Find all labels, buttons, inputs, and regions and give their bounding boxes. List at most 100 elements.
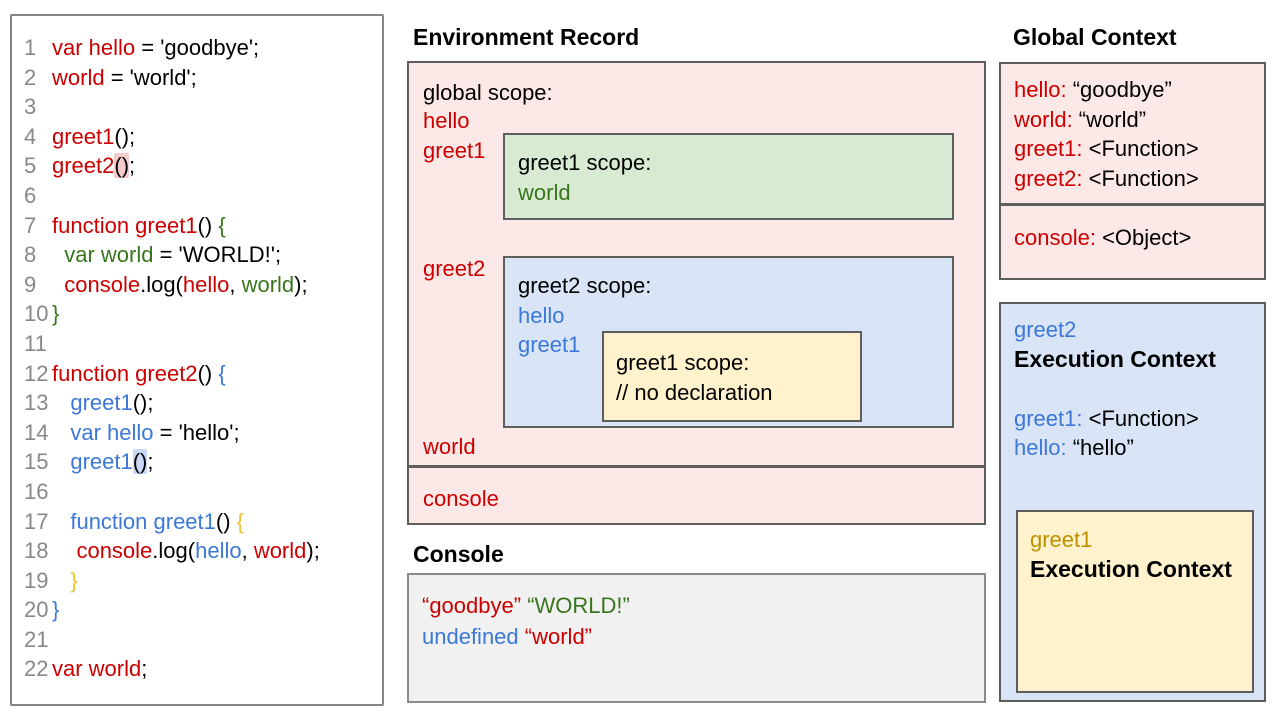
greet1-context-title: Execution Context <box>1030 555 1232 582</box>
console-line-1: “goodbye” “WORLD!” <box>422 593 630 618</box>
line-number: 4 <box>24 123 37 149</box>
greet1-scope-world: world <box>518 179 571 205</box>
code-line: 14 var hello = 'hello'; <box>12 418 382 448</box>
greet2-scope-box: greet2 scope: hello greet1 greet1 scope:… <box>503 256 954 428</box>
global-scope-label: global scope: <box>423 80 553 105</box>
code-panel: 1 var hello = 'goodbye'; 2 world = 'world';… <box>10 14 384 706</box>
code-line: 8 var world = 'WORLD!'; <box>12 240 382 270</box>
line-number: 20 <box>24 597 49 623</box>
code-text: greet1(); <box>70 449 154 475</box>
line-number: 6 <box>24 182 37 208</box>
line-number: 11 <box>24 330 47 356</box>
line-number: 12 <box>24 360 49 386</box>
code-line: 20} <box>12 595 382 625</box>
code-line: 21 <box>12 625 382 655</box>
code-text: var hello = 'hello'; <box>70 419 240 445</box>
code-line: 2 world = 'world'; <box>12 63 382 93</box>
context-var-row: greet1: <Function> <box>1014 136 1199 162</box>
code-line: 1 var hello = 'goodbye'; <box>12 33 382 63</box>
greet2-context-title: Execution Context <box>1014 345 1216 372</box>
line-number: 8 <box>24 242 37 268</box>
code-text: console.log(hello, world); <box>64 271 308 297</box>
environment-record-console-section: console <box>407 467 986 525</box>
line-number: 21 <box>24 626 49 652</box>
global-context-console-panel: console: <Object> <box>999 205 1266 280</box>
line-number: 16 <box>24 478 49 504</box>
code-line: 11 <box>12 329 382 359</box>
code-text: world = 'world'; <box>52 64 197 90</box>
no-declaration-comment: // no declaration <box>616 379 773 405</box>
context-var-row: greet1: <Function> <box>1014 405 1199 431</box>
global-context-console-row: console: <Object> <box>1014 225 1192 250</box>
code-text: } <box>52 301 60 327</box>
code-text: console.log(hello, world); <box>76 538 320 564</box>
code-line: 19 } <box>12 566 382 596</box>
line-number: 22 <box>24 656 49 682</box>
global-context-vars-panel: hello: “goodbye” world: “world” greet1: <F… <box>999 62 1266 205</box>
greet2-execution-context-panel: greet2 Execution Context greet1: <Functi… <box>999 302 1266 702</box>
line-number: 18 <box>24 538 49 564</box>
line-number: 7 <box>24 212 37 238</box>
environment-record-title: Environment Record <box>413 24 640 50</box>
code-text: function greet1() { <box>52 212 226 238</box>
code-line: 10} <box>12 299 382 329</box>
code-line: 13 greet1(); <box>12 388 382 418</box>
console-output-panel: “goodbye” “WORLD!” undefined “world” <box>407 573 986 703</box>
code-line: 7 function greet1() { <box>12 211 382 241</box>
context-var-row: greet2: <Function> <box>1014 165 1199 191</box>
greet2-scope-greet1: greet1 <box>518 332 581 358</box>
inner-greet1-scope-box: greet1 scope: // no declaration <box>602 331 862 422</box>
line-number: 15 <box>24 449 49 475</box>
line-number: 13 <box>24 390 49 416</box>
greet2-context-name: greet2 <box>1014 317 1077 342</box>
context-var-row: world: “world” <box>1014 106 1147 132</box>
code-text: var world = 'WORLD!'; <box>64 242 282 268</box>
env-var-console: console <box>423 486 499 511</box>
env-var-world: world <box>423 434 476 459</box>
line-number: 17 <box>24 508 49 534</box>
line-number: 10 <box>24 301 49 327</box>
code-text: greet1(); <box>52 123 136 149</box>
greet2-context-vars: greet1: <Function> hello: “hello” <box>1014 404 1264 463</box>
environment-record-panel: global scope: hello greet1 greet2 world … <box>407 61 986 467</box>
code-text: greet1(); <box>70 390 154 416</box>
code-line: 15 greet1(); <box>12 447 382 477</box>
inner-greet1-scope-label: greet1 scope: <box>616 350 750 375</box>
code-text: } <box>70 567 78 593</box>
line-number: 2 <box>24 64 37 90</box>
code-line: 3 <box>12 92 382 122</box>
line-number: 19 <box>24 567 49 593</box>
code-line: 4 greet1(); <box>12 122 382 152</box>
line-number: 14 <box>24 419 49 445</box>
code-line: 16 <box>12 477 382 507</box>
console-line-2: undefined “world” <box>422 624 593 649</box>
code-text: function greet2() { <box>52 360 226 386</box>
code-line: 6 <box>12 181 382 211</box>
greet1-context-name: greet1 <box>1030 527 1093 552</box>
env-var-greet2: greet2 <box>423 256 486 281</box>
code-text: function greet1() { <box>70 508 245 534</box>
code-line: 18 console.log(hello, world); <box>12 536 382 566</box>
console-title: Console <box>413 541 504 567</box>
code-text: var hello = 'goodbye'; <box>52 35 260 60</box>
greet2-scope-hello: hello <box>518 302 565 328</box>
code-text: var world; <box>52 656 148 682</box>
global-context-title: Global Context <box>1013 24 1177 50</box>
code-line: 9 console.log(hello, world); <box>12 270 382 300</box>
context-var-row: hello: “hello” <box>1014 435 1134 461</box>
line-number: 1 <box>24 35 37 60</box>
line-number: 3 <box>24 94 37 120</box>
code-line: 17 function greet1() { <box>12 507 382 537</box>
line-number: 5 <box>24 153 37 179</box>
code-lines: 1 var hello = 'goodbye'; 2 world = 'world';… <box>12 16 382 684</box>
greet1-execution-context-panel: greet1 Execution Context <box>1016 510 1254 693</box>
greet1-scope-box: greet1 scope: world <box>503 133 954 220</box>
env-var-greet1: greet1 <box>423 138 486 163</box>
line-number: 9 <box>24 271 37 297</box>
greet2-scope-label: greet2 scope: <box>518 273 652 298</box>
context-var-row: hello: “goodbye” <box>1014 77 1172 102</box>
env-var-hello: hello <box>423 108 470 133</box>
